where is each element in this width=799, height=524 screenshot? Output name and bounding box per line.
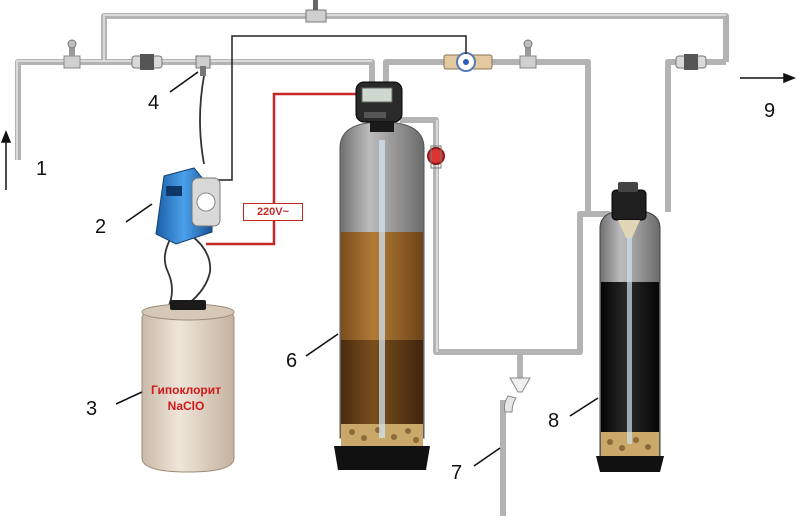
control-valve-head [355,81,403,132]
iron-removal-filter [334,121,430,470]
ball-valve-service [519,39,537,69]
carbon-filter [596,209,664,472]
chemical-tank [141,300,235,473]
label-6-iron-filter: 6 [286,350,298,372]
suction-hoses [163,75,212,309]
check-valve-outlet [675,54,707,70]
tank-chemical-formula: NaClO [167,399,205,413]
drain-pipe-b [520,211,610,355]
tank-chemical-name: Гипоклорит [151,383,221,397]
water-meter [443,52,493,72]
label-3-chemical-tank: 3 [86,398,98,420]
outlet-arrow [740,72,797,84]
drain-flow-control [427,145,445,169]
tank-chemical-label: Гипоклорит NaClO [141,382,231,414]
filter-head-valve [611,182,647,238]
bypass-valve [305,0,327,23]
ball-valve-inlet [63,39,81,69]
voltage-label: 220V~ [243,203,303,221]
label-2-dosing-pump: 2 [95,216,107,238]
dosing-pump [155,167,221,245]
label-8-carbon-filter: 8 [548,410,560,432]
label-4-injection-point: 4 [148,92,160,114]
drain-pipe-a [400,117,520,355]
leader-lines [115,71,599,467]
bypass-pipe [101,13,729,62]
outlet-pipe [665,59,726,212]
power-wire [206,92,356,246]
label-1-inlet: 1 [36,158,48,180]
air-gap-funnel [503,377,531,413]
check-valve-inlet [131,54,163,70]
signal-wire [206,35,467,181]
inlet-pipe [15,59,375,160]
label-7-drain: 7 [451,462,463,484]
inlet-arrow [0,129,12,190]
injection-point [195,55,211,76]
label-9-outlet: 9 [764,100,776,122]
